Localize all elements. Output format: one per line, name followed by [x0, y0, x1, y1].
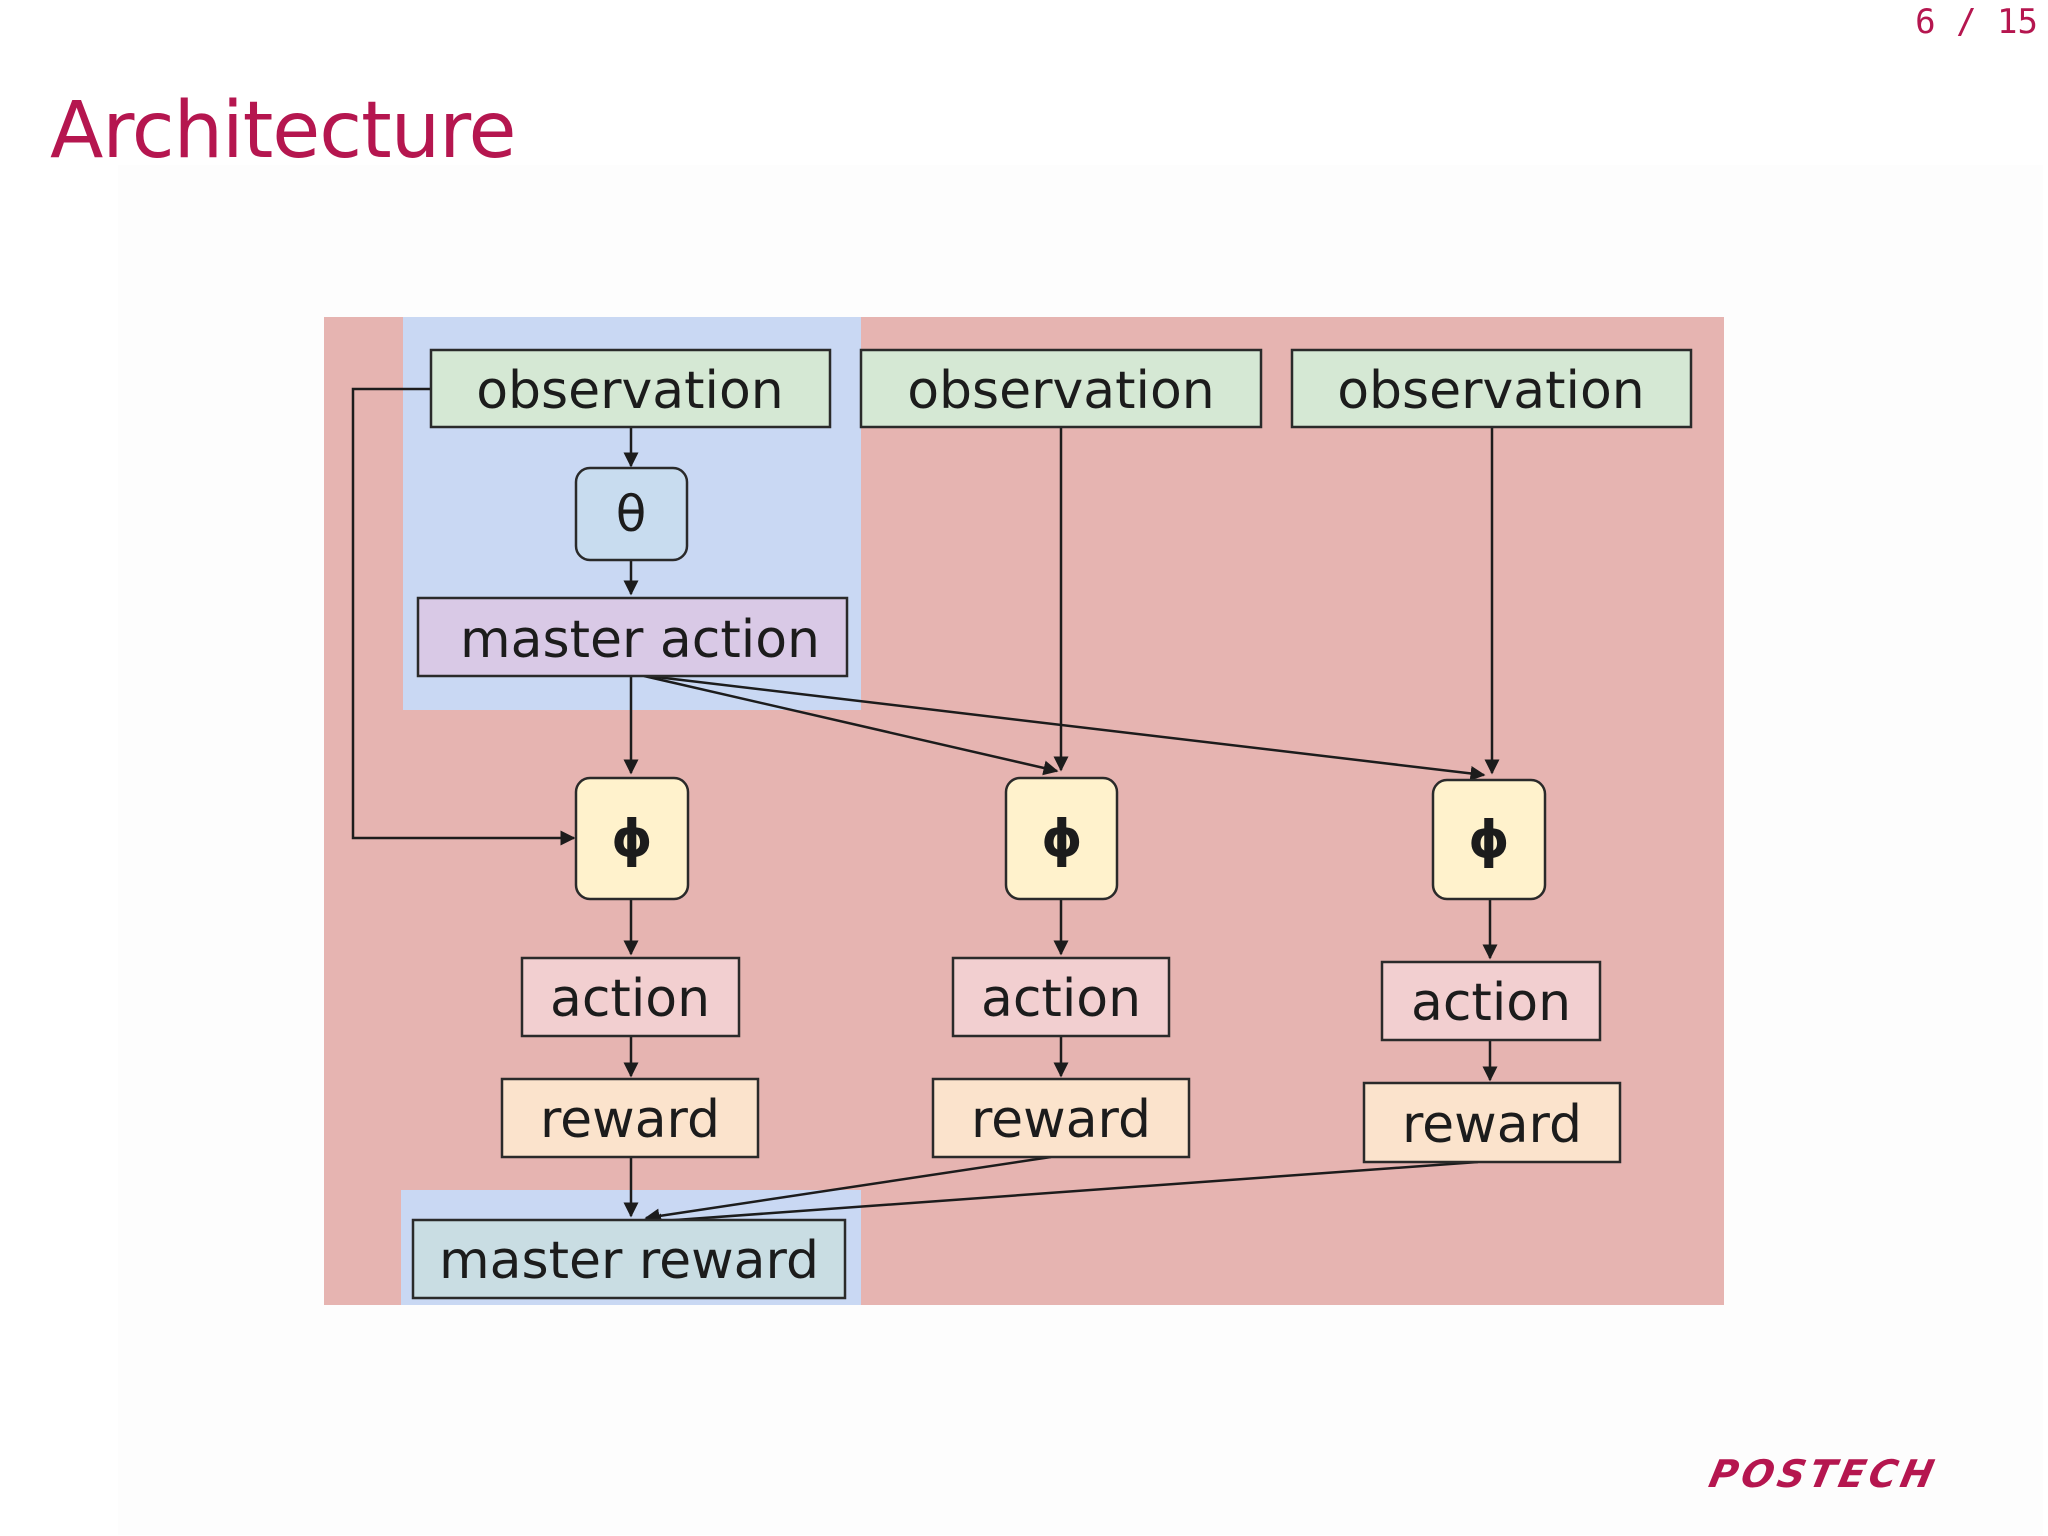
- node-label: reward: [540, 1090, 720, 1150]
- edges: [351, 387, 1500, 1229]
- node-label: observation: [476, 361, 784, 421]
- node-action-3: action: [1380, 960, 1602, 1042]
- edge-master-action-phi2: [643, 674, 1059, 776]
- node-reward-3: reward: [1362, 1081, 1622, 1164]
- node-label: master action: [460, 610, 820, 670]
- node-label: master reward: [439, 1231, 819, 1291]
- node-observation-3: observation: [1290, 348, 1693, 429]
- node-reward-2: reward: [931, 1077, 1191, 1159]
- node-label: observation: [1337, 361, 1645, 421]
- node-master-action: master action: [416, 596, 849, 678]
- edge-reward2-master-reward: [644, 1155, 1052, 1224]
- page-number: 6 / 15: [1915, 2, 2038, 42]
- node-phi-3: ϕ: [1431, 778, 1547, 901]
- node-label: reward: [971, 1090, 1151, 1150]
- node-observation-1: observation: [429, 348, 832, 429]
- edge-obs1-phi1: [351, 387, 576, 846]
- node-label: θ: [616, 485, 647, 543]
- node-label: action: [981, 969, 1141, 1029]
- node-action-1: action: [520, 956, 741, 1038]
- node-label: action: [1411, 973, 1571, 1033]
- node-label: ϕ: [611, 809, 652, 869]
- node-label: action: [550, 969, 710, 1029]
- node-theta: θ: [574, 466, 689, 562]
- node-label: observation: [907, 361, 1215, 421]
- node-master-reward: master reward: [411, 1218, 847, 1300]
- node-phi-2: ϕ: [1004, 776, 1119, 901]
- node-action-2: action: [951, 956, 1171, 1038]
- node-reward-1: reward: [500, 1077, 760, 1159]
- postech-logo: POSTECH: [1705, 1452, 1942, 1496]
- node-label: ϕ: [1468, 810, 1509, 870]
- edge-reward3-master-reward: [646, 1160, 1479, 1229]
- node-label: reward: [1402, 1095, 1582, 1155]
- node-phi-1: ϕ: [574, 776, 690, 901]
- slide-title: Architecture: [50, 86, 517, 176]
- node-label: ϕ: [1041, 809, 1082, 869]
- edge-master-action-phi3: [647, 674, 1486, 781]
- node-observation-2: observation: [859, 348, 1263, 429]
